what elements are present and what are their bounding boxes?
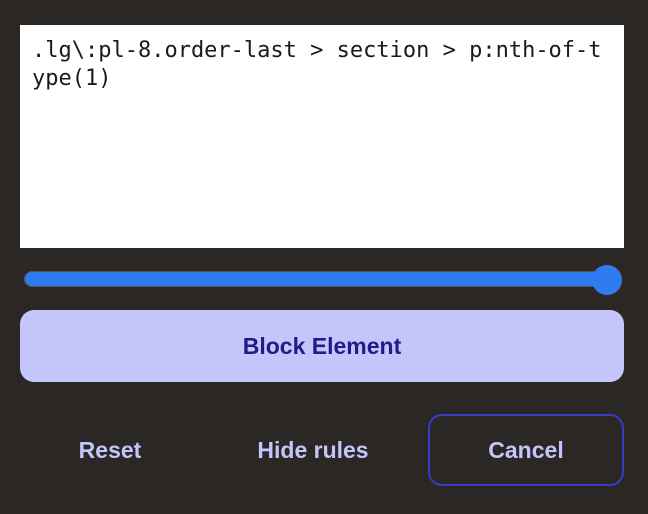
block-element-button[interactable]: Block Element	[20, 310, 624, 382]
slider-thumb[interactable]	[592, 265, 622, 295]
slider-fill	[25, 272, 607, 286]
cancel-button[interactable]: Cancel	[428, 414, 624, 486]
reset-button[interactable]: Reset	[20, 414, 200, 486]
selector-input[interactable]: .lg\:pl-8.order-last > section > p:nth-o…	[20, 25, 624, 248]
hide-rules-button[interactable]: Hide rules	[213, 414, 413, 486]
specificity-slider[interactable]	[24, 265, 622, 295]
